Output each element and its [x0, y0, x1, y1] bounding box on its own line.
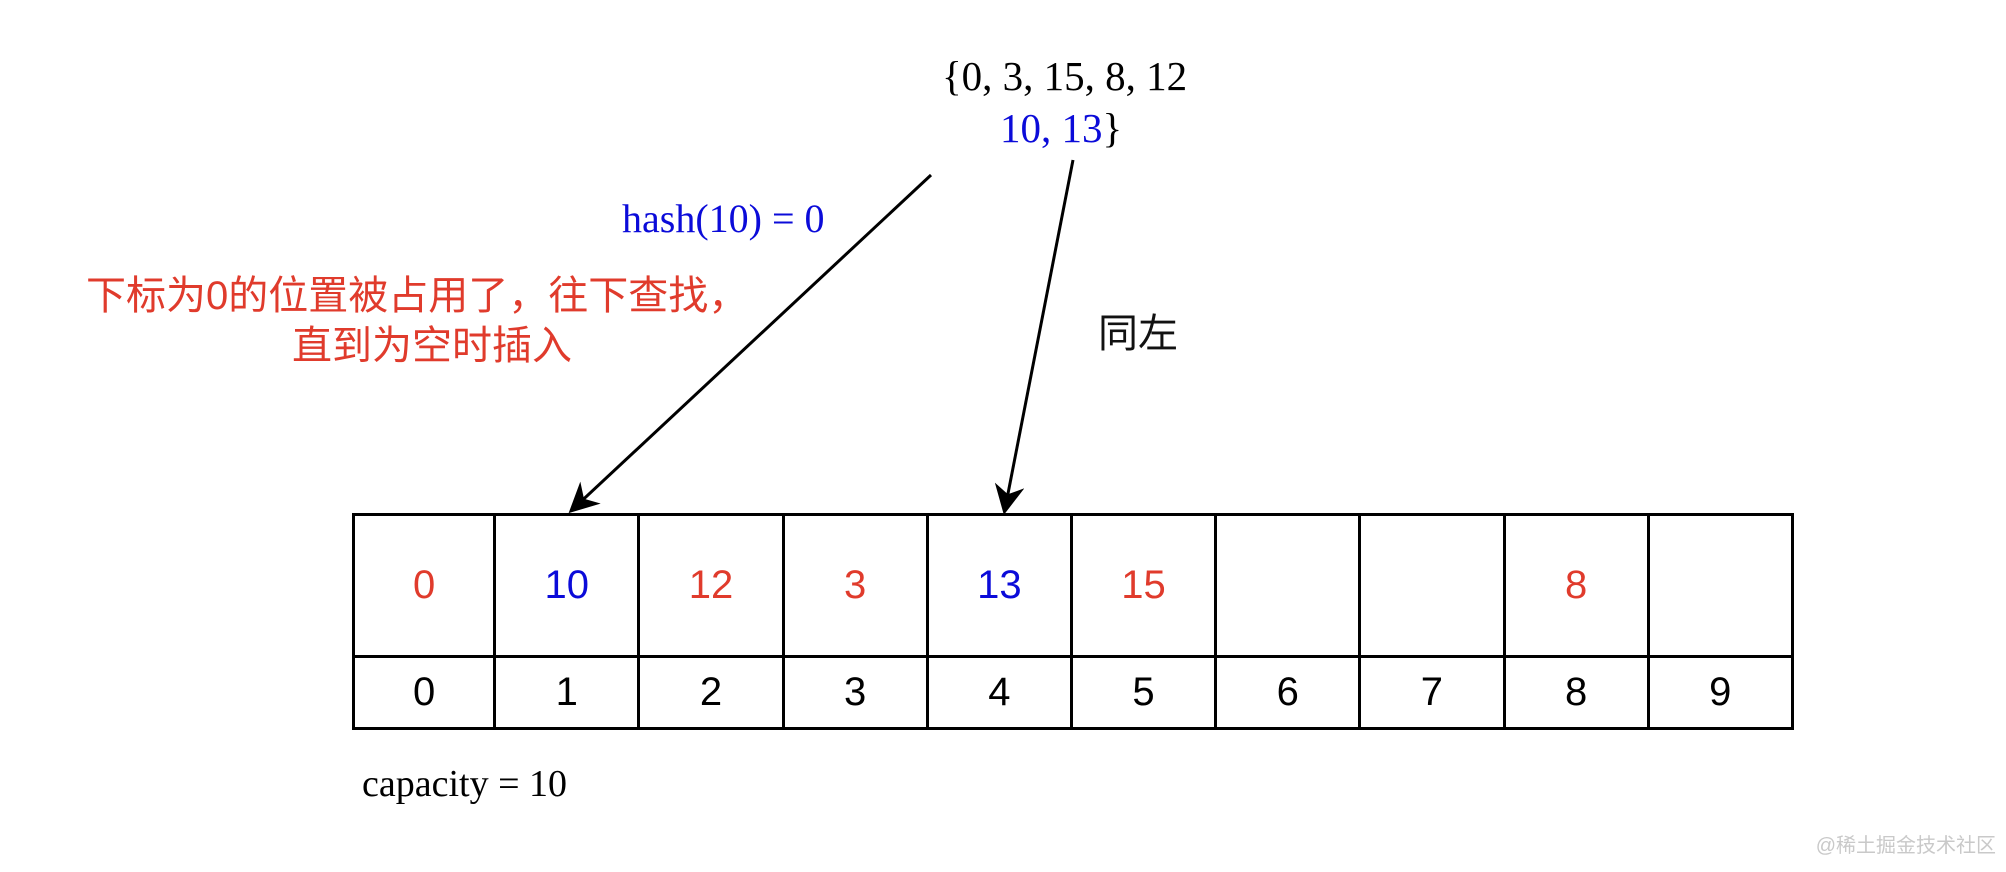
collision-note-line-2: 直到为空时插入	[292, 324, 572, 368]
index-cell: 0	[352, 658, 497, 730]
index-cell: 3	[784, 658, 929, 730]
value-cell: 13	[928, 513, 1073, 658]
index-cell: 5	[1072, 658, 1218, 730]
index-cell: 2	[640, 658, 785, 730]
value-cell: 0	[352, 513, 497, 658]
hash-label: hash(10) = 0	[622, 196, 825, 241]
value-cell: 12	[640, 513, 785, 658]
index-cell: 8	[1505, 658, 1650, 730]
value-cell	[1361, 513, 1506, 658]
value-cell: 10	[496, 513, 641, 658]
value-cell: 15	[1072, 513, 1218, 658]
index-cell: 4	[928, 658, 1073, 730]
value-cell: 8	[1505, 513, 1650, 658]
index-cell: 6	[1217, 658, 1362, 730]
collision-note-line-1: 下标为0的位置被占用了，往下查找，	[86, 274, 749, 318]
input-set-new-keys: 10, 13	[1000, 105, 1103, 151]
index-cell: 9	[1649, 658, 1794, 730]
value-cell: 3	[784, 513, 929, 658]
watermark: @稀土掘金技术社区	[1815, 835, 1996, 857]
value-cell	[1217, 513, 1362, 658]
value-cell	[1649, 513, 1794, 658]
same-as-left-label: 同左	[1098, 312, 1178, 356]
arrow-to-index-4	[994, 159, 1075, 515]
input-set-line-2: 10, 13}	[1000, 108, 1122, 149]
index-cell: 7	[1361, 658, 1506, 730]
input-set-closing-brace: }	[1102, 105, 1123, 151]
input-set-line-1: {0, 3, 15, 8, 12	[942, 53, 1188, 99]
capacity-label: capacity = 10	[362, 763, 568, 805]
index-cell: 1	[496, 658, 641, 730]
